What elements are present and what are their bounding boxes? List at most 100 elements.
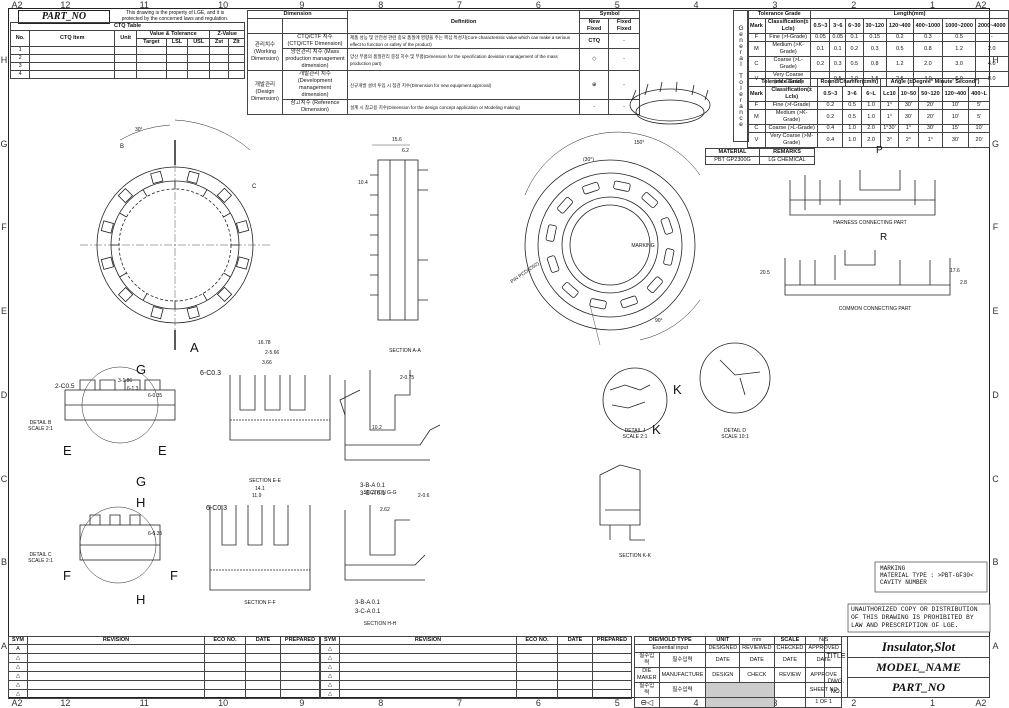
dim-label: 6-C0.3 — [206, 505, 228, 512]
zone-label: 9 — [299, 698, 305, 708]
zone-label: 9 — [299, 0, 305, 10]
remarks-value: LG CHEMICAL — [759, 156, 815, 165]
model-name: MODEL_NAME — [847, 657, 990, 678]
tol-class-header: Classification(± Lcls) — [764, 18, 812, 34]
ring-slot — [235, 220, 250, 234]
section-ee-caption: SECTION E-E — [249, 478, 281, 484]
dim-label: 14.1 — [255, 486, 265, 492]
dim-def: 신규개발 설비 투입 시 점검 치수(Dimension for new equ… — [346, 70, 581, 100]
zone-label: G — [991, 138, 999, 149]
zone-label: D — [0, 389, 8, 400]
dim-label: 3-C-A 0.1 — [355, 609, 381, 615]
general-tolerance-title: General Tolerance — [737, 25, 745, 127]
section-e-e — [229, 375, 331, 441]
dim-label: 6-0.35 — [148, 531, 163, 537]
zone-label: 12 — [60, 0, 71, 10]
rev-col-eco: ECO NO. — [516, 636, 558, 645]
zone-label: 8 — [378, 698, 384, 708]
zone-label: 2 — [851, 0, 857, 10]
view-letter-a: A — [190, 340, 199, 355]
zone-label: 4 — [693, 0, 699, 10]
table-row: 개발관리 (Design Dimension) 개발관리 치수 (Develop… — [247, 70, 640, 115]
marking-note-line: CAVITY NUMBER — [880, 579, 927, 586]
detail-j-caption: DETAIL J SCALE 2:1 — [622, 428, 648, 440]
projection-symbol-icon: ⊖◁ — [634, 697, 660, 708]
section-aa-caption: SECTION A-A — [389, 348, 421, 354]
rev-col-revision: REVISION — [339, 636, 517, 645]
table-row: 참고치수 (Reference Dimension) 설계 시 참고용 치수(D… — [248, 99, 640, 115]
detail-d — [699, 342, 771, 414]
dim-label: 17.6 — [950, 268, 960, 274]
rev-col-prepared: PREPARED — [280, 636, 320, 645]
dim-group: 개발관리 (Design Dimension) — [247, 70, 283, 115]
ring-slot — [545, 224, 557, 242]
view-letter-c: C — [252, 184, 257, 190]
dim-label: 3-1.86 — [118, 378, 133, 384]
marking-note-line: MATERIAL TYPE : >PBT-GF30< — [880, 572, 974, 579]
rev-col-prepared: PREPARED — [592, 636, 632, 645]
tb-design: DESIGN — [705, 667, 741, 683]
dim-label: 6-0.35 — [148, 393, 163, 399]
dim-symbol: - — [579, 99, 610, 115]
material-value: PBT GP2300G — [704, 156, 761, 165]
detail-j — [602, 367, 668, 433]
ring-slot — [641, 192, 658, 208]
tb-scale-label: SCALE — [773, 636, 807, 645]
ctq-row-no: 4 — [9, 70, 31, 79]
ring-slot — [216, 187, 233, 204]
view-letter-h2: H — [136, 592, 146, 607]
zone-label: 5 — [614, 0, 620, 10]
tb-essential-kr: 필수입력 — [658, 652, 707, 668]
zone-label: A — [992, 641, 999, 652]
dim-name: 개발관리 치수 (Development management dimensio… — [282, 70, 348, 100]
title-label: TITLE — [825, 637, 848, 677]
table-row: 4 — [9, 70, 246, 79]
zone-label: E — [0, 306, 7, 317]
common-caption: COMMON CONNECTING PART — [838, 306, 912, 312]
view-letter-b: B — [120, 144, 125, 150]
tb-blank — [773, 682, 807, 698]
dim-label: 10.4 — [358, 180, 368, 186]
dim-sub-fixedfixed: Fixed Fixed — [608, 18, 640, 34]
tol-class: Very Coarse (>M-Grade) — [764, 132, 819, 148]
tb-review: REVIEW — [773, 667, 807, 683]
common-connecting-part — [784, 250, 951, 296]
tol-val: 2.0 — [860, 132, 882, 148]
property-notice: This drawing is the property of LGE, and… — [121, 10, 229, 22]
ring-tooth — [202, 189, 208, 197]
ring-slot — [557, 197, 573, 214]
dim-label: (30°) — [583, 157, 594, 163]
dim-label: 150° — [634, 140, 645, 146]
zone-label: 1 — [930, 0, 936, 10]
dim-label: 2-C0.5 — [55, 383, 75, 390]
ring-slot — [150, 170, 164, 185]
ring-teeth — [100, 170, 250, 320]
zone-corner: A2 — [975, 698, 987, 708]
dim-label: 6.2 — [402, 148, 409, 154]
ring-slot — [647, 276, 663, 293]
ring-slot — [186, 170, 200, 184]
zone-label: 7 — [457, 0, 463, 10]
view-letter-f2: F — [170, 568, 178, 583]
dim-label: 3-B-A 0.1 — [360, 483, 386, 489]
marking-note-line: MARKING — [880, 565, 906, 572]
ring-tooth — [223, 212, 231, 218]
title-block: DIE/MOLD TYPE UNIT mm SCALE N/S Essentia… — [633, 636, 842, 708]
zone-ruler-left: H G F E D C B A — [0, 18, 8, 688]
section-kk-caption: SECTION K-K — [619, 553, 651, 559]
zone-label: 10 — [218, 0, 229, 10]
zone-corner: A2 — [11, 0, 23, 10]
tol-val: 1° — [918, 132, 943, 148]
tb-manufacture: MANUFACTURE — [658, 667, 707, 683]
dim-label: 3-B-A 0.1 — [355, 600, 381, 606]
tb-essential-kr: 필수입력 — [658, 682, 707, 698]
ring-slot — [186, 305, 200, 320]
zone-ruler-top: A2 12 11 10 9 8 7 6 5 4 3 2 1 A2 — [8, 0, 990, 10]
view-letter-e2: E — [158, 443, 167, 458]
tol-val: 30' — [941, 132, 970, 148]
ring-slot — [216, 286, 233, 303]
zone-label: H — [0, 54, 8, 65]
